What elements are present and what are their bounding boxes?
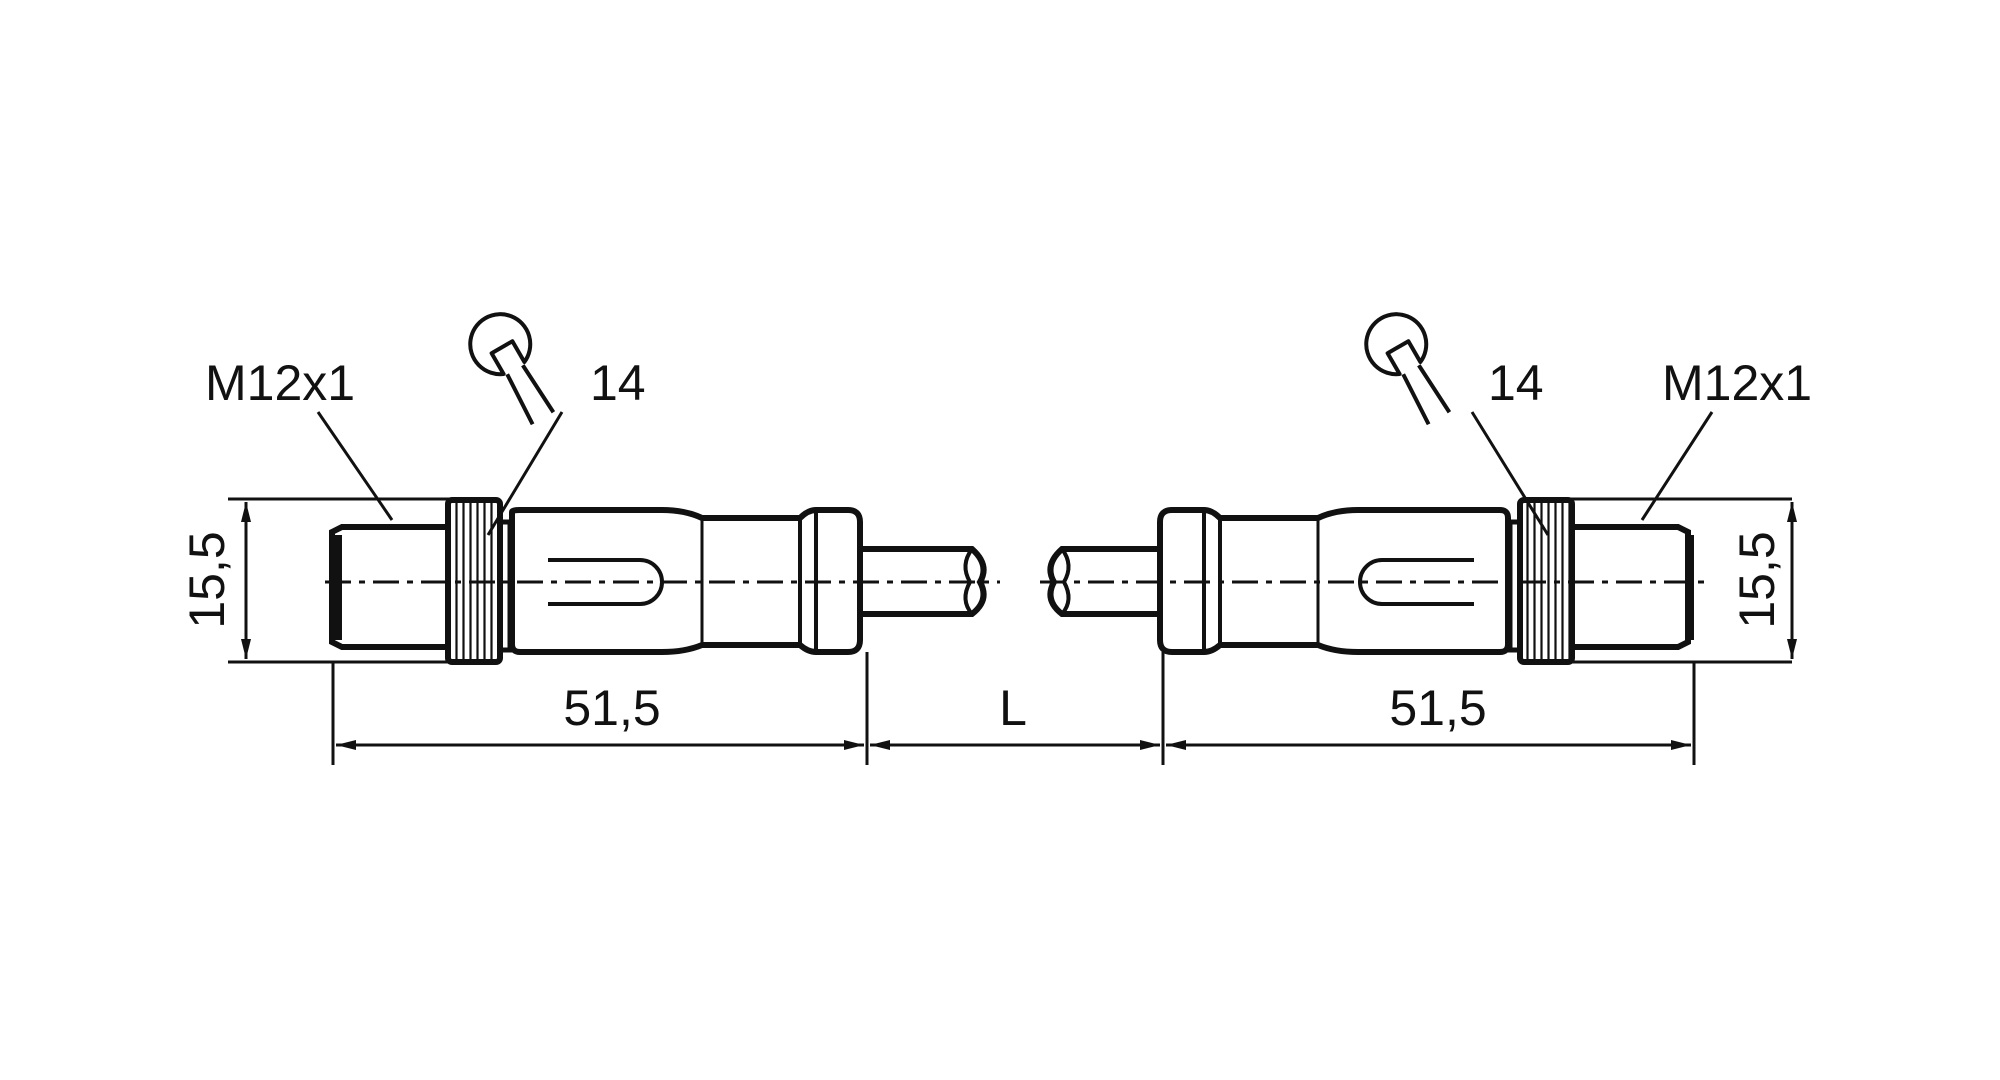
cable-length-label: L xyxy=(999,680,1027,736)
left-wrench-size: 14 xyxy=(590,355,646,411)
left-cable-stub xyxy=(860,546,987,617)
right-thread-leader xyxy=(1640,411,1714,521)
length-dimensions: 51,5 L 51,5 xyxy=(331,652,1696,765)
right-thread-body xyxy=(1569,524,1691,650)
wrench-icon xyxy=(1364,312,1452,426)
left-dia-label: 15,5 xyxy=(179,531,235,628)
right-dia-label: 15,5 xyxy=(1729,531,1785,628)
wrench-icon xyxy=(468,312,556,426)
right-length-label: 51,5 xyxy=(1389,680,1486,736)
left-thread-leader xyxy=(316,411,394,521)
left-callouts: M12x1 14 xyxy=(205,312,646,536)
left-length-label: 51,5 xyxy=(563,680,660,736)
left-thread-label: M12x1 xyxy=(205,355,355,411)
left-grip-body xyxy=(509,507,863,655)
right-thread-label: M12x1 xyxy=(1662,355,1812,411)
left-gap-ring xyxy=(497,519,513,653)
right-diameter-dimension: 15,5 xyxy=(1560,497,1797,664)
right-grip-groove xyxy=(1358,558,1474,606)
right-wrench-size: 14 xyxy=(1488,355,1544,411)
left-wrench-leader xyxy=(486,411,564,536)
left-diameter-dimension: 15,5 xyxy=(179,497,462,664)
left-thread-body xyxy=(329,524,451,650)
right-wrench-leader xyxy=(1470,411,1550,536)
right-callouts: 14 M12x1 xyxy=(1364,312,1812,536)
